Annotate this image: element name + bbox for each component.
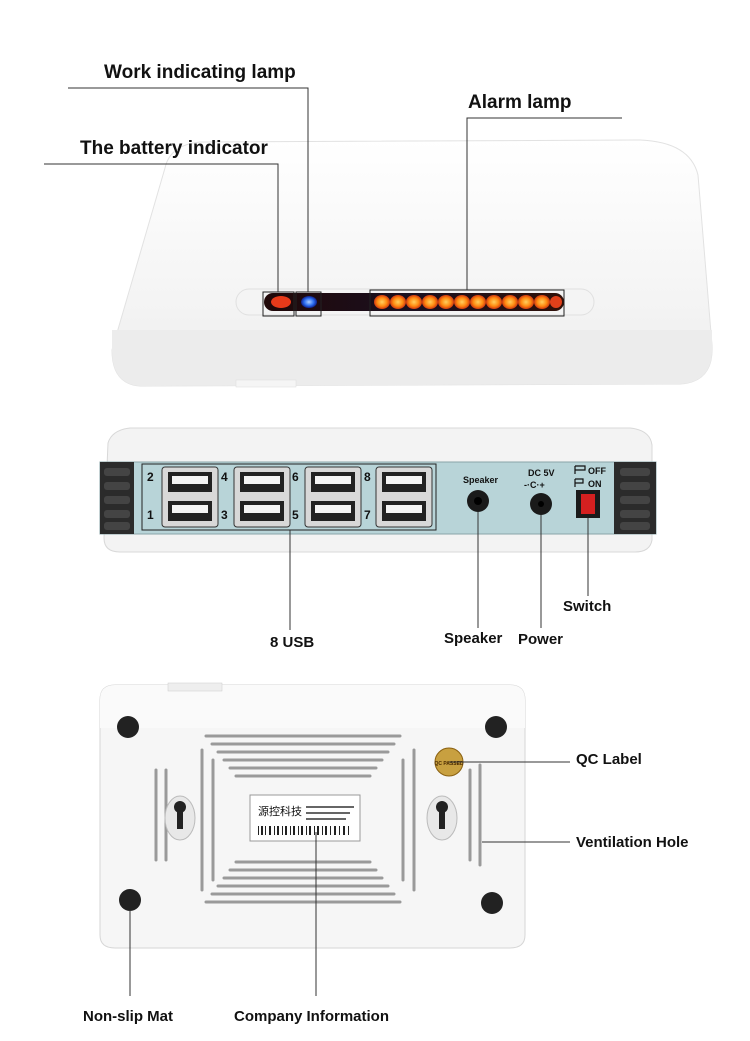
battery-leader bbox=[44, 163, 279, 292]
usb-highlight bbox=[141, 463, 437, 531]
switch-label: Switch bbox=[563, 598, 612, 615]
bottom-leaders bbox=[129, 761, 570, 996]
rubber-grip-right bbox=[614, 462, 656, 534]
non-slip-mat-foot bbox=[117, 716, 139, 738]
work-lamp-leader bbox=[68, 87, 309, 292]
non-slip-mat-foot bbox=[119, 889, 141, 911]
usb-label: 8 USB bbox=[270, 634, 315, 651]
non-slip-mat-foot bbox=[485, 716, 507, 738]
qc-sticker-text: QC PASSED bbox=[434, 761, 463, 767]
keyhole-mount bbox=[426, 795, 458, 841]
port-number: 3 bbox=[221, 508, 228, 522]
alarm-lamp-leader bbox=[466, 117, 622, 290]
company-name: 源控科技 bbox=[258, 804, 302, 818]
switch-toggle-icon bbox=[574, 465, 586, 487]
switch-off-label: OFF bbox=[588, 466, 606, 476]
power-label: Power bbox=[518, 631, 564, 648]
work-led bbox=[301, 296, 317, 308]
dc-rating-label: DC 5V bbox=[528, 468, 555, 478]
port-number: 4 bbox=[221, 470, 228, 484]
ventilation-hole-label: Ventilation Hole bbox=[576, 834, 689, 851]
barcode bbox=[258, 826, 349, 835]
device-top-view bbox=[111, 139, 713, 388]
battery-indicator-label: The battery indicator bbox=[80, 138, 268, 159]
port-number: 2 bbox=[147, 470, 154, 484]
port-number: 1 bbox=[147, 508, 154, 522]
alarm-leds bbox=[374, 295, 562, 309]
port-number: 6 bbox=[292, 470, 299, 484]
device-bottom-view: QC PASSED 源控科技 bbox=[99, 682, 526, 949]
ventilation-slots bbox=[154, 734, 482, 904]
middle-leaders bbox=[289, 512, 589, 630]
company-information-label: Company Information bbox=[234, 1008, 390, 1025]
work-indicating-lamp-label: Work indicating lamp bbox=[104, 62, 296, 83]
alarm-lamp-label: Alarm lamp bbox=[468, 92, 572, 113]
non-slip-mat-label: Non-slip Mat bbox=[83, 1008, 173, 1025]
top-leaders bbox=[44, 87, 622, 292]
port-number: 8 bbox=[364, 470, 371, 484]
non-slip-mat-foot bbox=[481, 892, 503, 914]
battery-led bbox=[271, 296, 291, 308]
qc-label: QC Label bbox=[576, 751, 642, 768]
switch-on-label: ON bbox=[588, 479, 602, 489]
company-label: 源控科技 bbox=[249, 794, 361, 842]
keyhole-mount bbox=[164, 795, 196, 841]
port-number: 5 bbox=[292, 508, 299, 522]
port-number: 7 bbox=[364, 508, 371, 522]
speaker-label: Speaker bbox=[444, 630, 503, 647]
usb-ports bbox=[161, 466, 433, 528]
port-numbers: 2 4 6 8 1 3 5 7 bbox=[147, 470, 371, 522]
speaker-port-label: Speaker bbox=[463, 475, 499, 485]
device-rear-view: 2 4 6 8 1 3 5 7 Speaker DC 5V -·C·+ OFF … bbox=[99, 427, 657, 553]
rubber-grip-left bbox=[100, 462, 134, 534]
polarity-symbol: -·C·+ bbox=[524, 480, 545, 490]
